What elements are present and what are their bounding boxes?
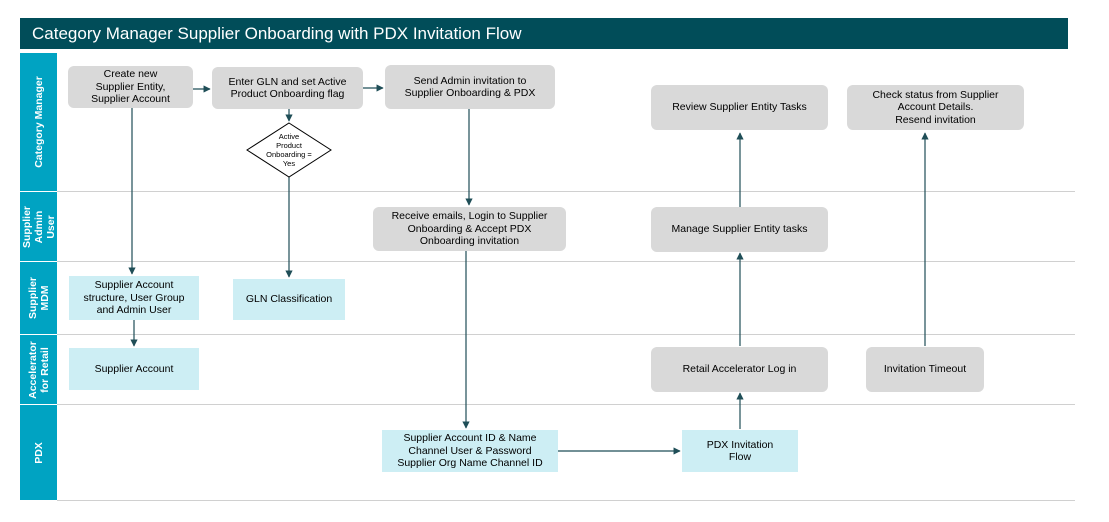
node-invitation-timeout: Invitation Timeout bbox=[866, 347, 984, 392]
node-create-supplier: Create new Supplier Entity, Supplier Acc… bbox=[68, 66, 193, 108]
lane-divider bbox=[57, 500, 1075, 501]
lane-divider bbox=[57, 191, 1075, 192]
lane-pdx: PDX bbox=[20, 405, 57, 500]
node-send-admin-invitation: Send Admin invitation to Supplier Onboar… bbox=[385, 65, 555, 109]
node-supplier-ids: Supplier Account ID & Name Channel User … bbox=[382, 430, 558, 472]
node-enter-gln: Enter GLN and set Active Product Onboard… bbox=[212, 67, 363, 109]
lane-divider bbox=[57, 261, 1075, 262]
node-manage-supplier-tasks: Manage Supplier Entity tasks bbox=[651, 207, 828, 252]
node-pdx-invitation-flow: PDX Invitation Flow bbox=[682, 430, 798, 472]
lane-accelerator-for-retail: Accelerator for Retail bbox=[20, 335, 57, 404]
lane-category-manager: Category Manager bbox=[20, 53, 57, 191]
decision-label: Active Product Onboarding = Yes bbox=[266, 132, 312, 168]
lane-supplier-mdm: Supplier MDM bbox=[20, 262, 57, 334]
lane-supplier-admin-user: Supplier Admin User bbox=[20, 192, 57, 261]
node-retail-accelerator-login: Retail Accelerator Log in bbox=[651, 347, 828, 392]
node-supplier-account: Supplier Account bbox=[69, 348, 199, 390]
node-account-structure: Supplier Account structure, User Group a… bbox=[69, 276, 199, 320]
node-receive-emails: Receive emails, Login to Supplier Onboar… bbox=[373, 207, 566, 251]
node-check-status: Check status from Supplier Account Detai… bbox=[847, 85, 1024, 130]
decision-diamond bbox=[246, 122, 332, 178]
lane-divider bbox=[57, 404, 1075, 405]
node-review-supplier-tasks: Review Supplier Entity Tasks bbox=[651, 85, 828, 130]
lane-divider bbox=[57, 334, 1075, 335]
diagram-title: Category Manager Supplier Onboarding wit… bbox=[20, 18, 1068, 49]
node-gln-classification: GLN Classification bbox=[233, 279, 345, 320]
